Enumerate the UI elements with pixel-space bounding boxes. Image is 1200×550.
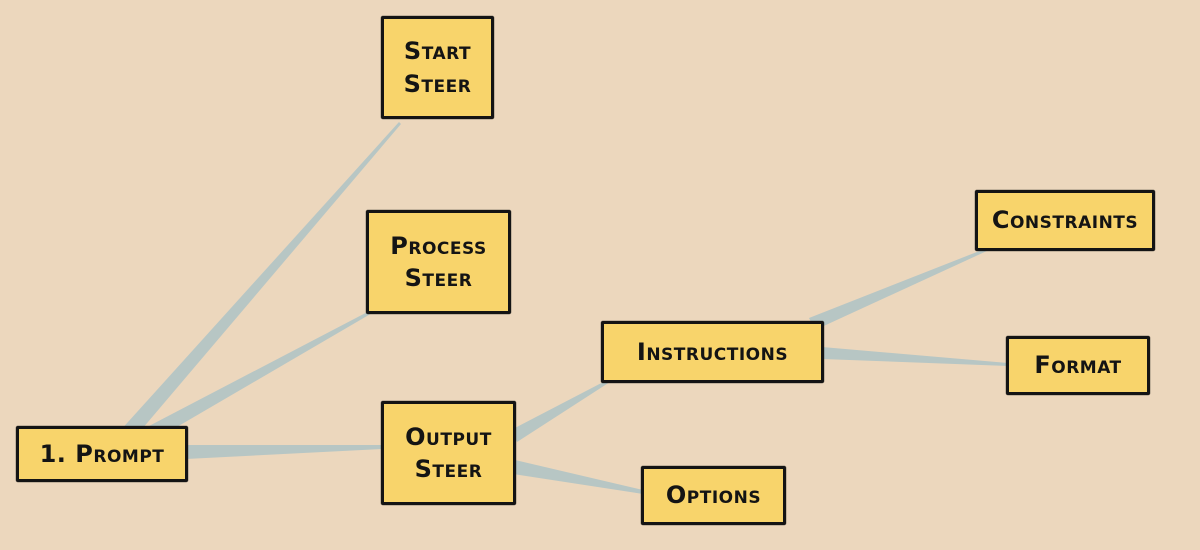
node-process-steer-label: Process Steer — [390, 231, 487, 292]
node-format[interactable]: Format — [1006, 336, 1150, 395]
node-start-steer[interactable]: Start Steer — [381, 16, 494, 119]
node-constraints[interactable]: Constraints — [975, 190, 1155, 251]
node-output-steer[interactable]: Output Steer — [381, 401, 516, 505]
node-output-steer-label: Output Steer — [405, 422, 492, 483]
connector-instructions-format — [822, 347, 1008, 366]
node-process-steer[interactable]: Process Steer — [366, 210, 511, 314]
connector-prompt-start-steer — [119, 122, 401, 442]
node-instructions[interactable]: Instructions — [601, 321, 824, 383]
connector-output-steer-options — [513, 460, 643, 494]
connector-output-steer-instructions — [511, 378, 613, 442]
node-instructions-label: Instructions — [636, 337, 789, 366]
node-prompt[interactable]: 1. Prompt — [16, 426, 188, 482]
connector-instructions-constraints — [809, 248, 989, 330]
node-start-steer-label: Start Steer — [403, 37, 472, 98]
node-prompt-label: 1. Prompt — [39, 439, 165, 468]
node-format-label: Format — [1034, 351, 1122, 380]
node-options[interactable]: Options — [641, 466, 786, 525]
connector-prompt-output-steer — [186, 445, 383, 459]
node-constraints-label: Constraints — [991, 206, 1139, 235]
node-options-label: Options — [665, 481, 762, 510]
